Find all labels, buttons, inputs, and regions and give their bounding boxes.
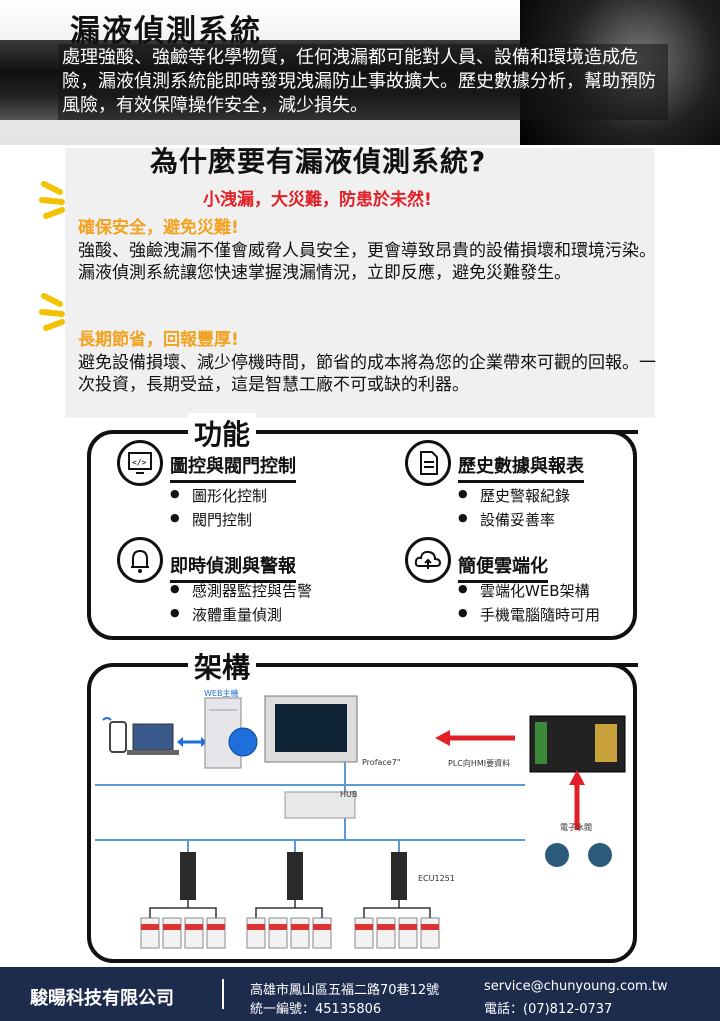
feature-bullet: 手機電腦隨時可用 (458, 604, 600, 625)
water-valve-icon (545, 843, 569, 867)
hero-description: 處理強酸、強鹼等化學物質，任何洩漏都可能對人員、設備和環境造成危險，漏液偵測系統… (58, 44, 668, 120)
rule-line (258, 430, 638, 434)
feature-title: 即時偵測與警報 (170, 552, 296, 583)
ecu-label: ECU1251 (418, 874, 455, 883)
alarm-bell-icon (117, 537, 163, 583)
network-hub (284, 791, 356, 819)
ecu-module (180, 852, 196, 900)
globe-icon (228, 727, 258, 757)
email-link[interactable]: service@chunyoung.com.tw (484, 979, 668, 994)
point1-heading: 確保安全，避免災難! (78, 218, 239, 238)
spark-icon (39, 181, 65, 219)
valve-label: 電子水閥 (560, 823, 592, 832)
feature-bullet: 雲端化WEB架構 (458, 580, 590, 601)
plc-label: PLC向HMI要資料 (448, 759, 511, 768)
why-section-background (65, 148, 655, 418)
architecture-label: 架構 (188, 646, 257, 686)
phone-icon (109, 721, 127, 753)
feature-title: 圖控與閥門控制 (170, 452, 296, 483)
ecu-module (391, 852, 407, 900)
point1-body: 強酸、強鹼洩漏不僅會威脅人員安全，更會導致昂貴的設備損壞和環境污染。漏液偵測系統… (78, 241, 656, 283)
feature-bullet: 設備妥善率 (458, 509, 555, 530)
feature-bullet: 液體重量偵測 (170, 604, 282, 625)
web-host-label: WEB主機 (204, 689, 239, 698)
rule-line (258, 663, 638, 667)
feature-bullet: 歷史警報紀錄 (458, 485, 570, 506)
water-valve-icon (588, 843, 612, 867)
feature-bullet: 閥門控制 (170, 509, 252, 530)
spark-icon (39, 293, 65, 331)
point2-heading: 長期節省，回報豐厚! (78, 330, 239, 350)
cloud-upload-icon (405, 537, 451, 583)
point2-body: 避免設備損壞、減少停機時間，節省的成本將為您的企業帶來可觀的回報。一次投資，長期… (78, 353, 656, 395)
footer: 駿暘科技有限公司 高雄市鳳山區五福二路70巷12號 統一編號：45135806 … (0, 967, 720, 1021)
hmi-label: Proface7" (362, 758, 401, 767)
feature-bullet: 圖形化控制 (170, 485, 267, 506)
svg-text:</>: </> (132, 458, 147, 467)
footer-divider (222, 979, 224, 1009)
document-icon (405, 440, 451, 486)
phone-number: 電話：(07)812-0737 (484, 1002, 613, 1017)
hero-title: 漏液偵測系統 (70, 14, 262, 49)
address: 高雄市鳳山區五福二路70巷12號 (250, 983, 440, 998)
feature-bullet: 感測器監控與告警 (170, 580, 312, 601)
tax-id: 統一編號：45135806 (250, 1002, 382, 1017)
hub-label: HUB (340, 790, 358, 799)
ecu-module (287, 852, 303, 900)
rule-line (120, 663, 190, 667)
feature-title: 簡便雲端化 (458, 552, 548, 583)
feature-title: 歷史數據與報表 (458, 452, 584, 483)
features-label: 功能 (188, 413, 257, 453)
monitor-code-icon: </> (117, 440, 163, 486)
slogan: 小洩漏，大災難，防患於未然! (203, 190, 432, 210)
company-name: 駿暘科技有限公司 (30, 988, 174, 1009)
laptop-icon (132, 723, 174, 751)
why-title: 為什麼要有漏液偵測系統? (150, 145, 487, 178)
architecture-diagram (95, 695, 626, 949)
rule-line (120, 430, 190, 434)
